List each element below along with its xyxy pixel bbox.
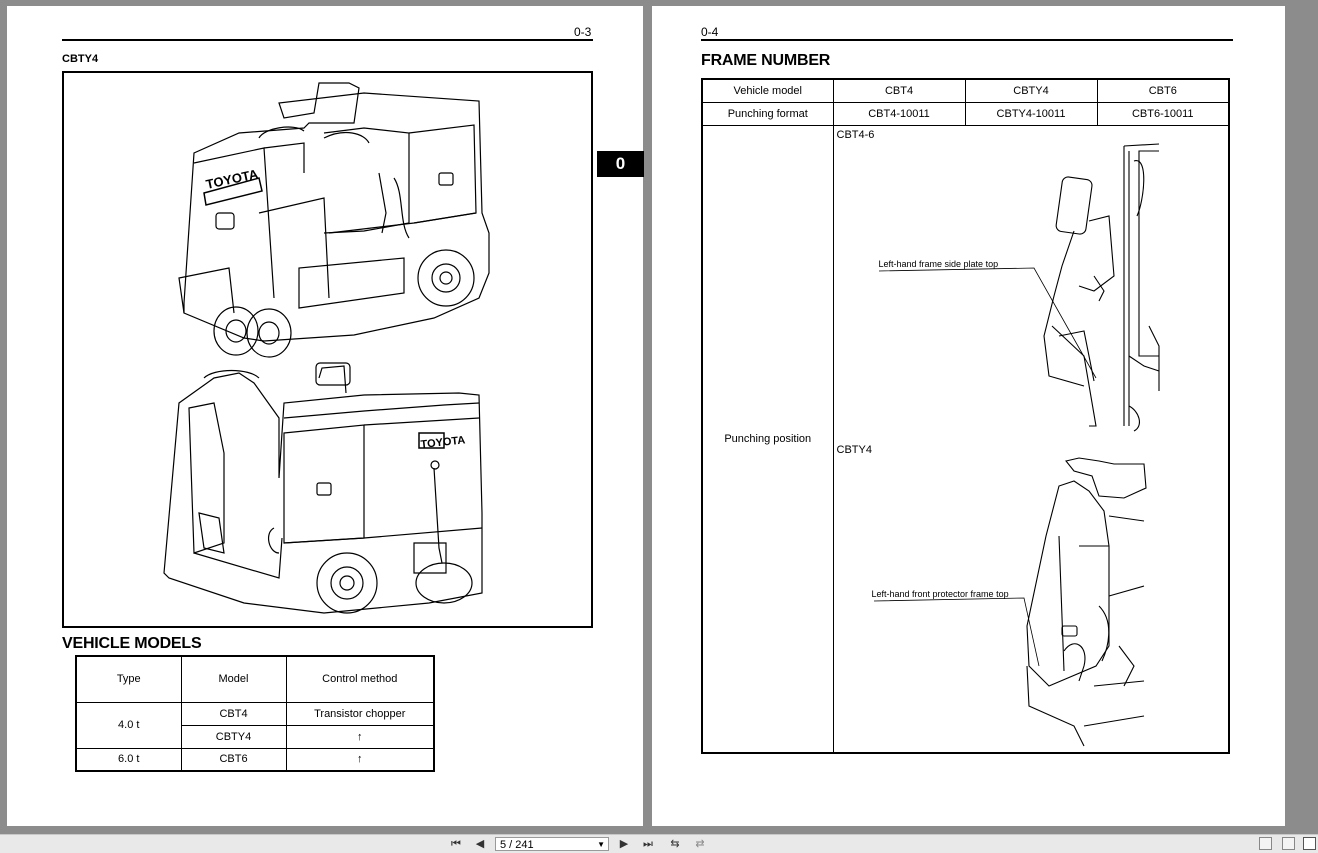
table-row: Punching position CBT4-6: [701, 124, 1230, 753]
vehicle-models-table: Type Model Control method 4.0 t CBT4 Tra…: [75, 655, 435, 772]
table-header-row: Type Model Control method: [75, 655, 435, 703]
model-cell: CBT4: [180, 701, 287, 726]
next-view-icon[interactable]: ⇄: [695, 838, 705, 850]
page-number-value: 5 / 241: [500, 839, 534, 851]
vehicle-illustration: TOYOTA TOYOTA: [163, 82, 490, 614]
punching-format-label: Punching format: [701, 101, 834, 126]
punching-position-figures: CBT4-6: [832, 124, 1230, 753]
type-cell: 4.0 t: [75, 701, 182, 749]
table-row: Punching format CBT4-10011 CBTY4-10011 C…: [701, 101, 1230, 126]
model-cell: CBT6: [180, 747, 287, 772]
vehicle-model-label: Vehicle model: [701, 78, 834, 103]
model-cell: CBTY4: [180, 724, 287, 749]
control-cell: ↑: [285, 747, 435, 772]
toyota-logo-top: TOYOTA: [205, 166, 261, 192]
frame-number-heading: FRAME NUMBER: [701, 52, 831, 69]
table-row: 6.0 t CBT6 ↑: [75, 747, 435, 772]
page-number: 0-3: [574, 25, 592, 39]
vehicle-illustration-frame: TOYOTA TOYOTA: [62, 71, 593, 628]
previous-page-icon[interactable]: ◀: [475, 838, 485, 850]
figure2-callout: Left-hand front protector frame top: [871, 588, 1009, 599]
figure-label: CBTY4: [62, 53, 99, 65]
table-row: CBTY4 ↑: [76, 724, 435, 749]
table-row: 4.0 t CBT4 Transistor chopper: [75, 701, 435, 749]
header-rule: [701, 39, 1233, 41]
header-control-method: Control method: [285, 655, 435, 703]
last-page-icon[interactable]: ⏭: [643, 838, 653, 850]
table-row: Vehicle model CBT4 CBTY4 CBT6: [701, 78, 1230, 103]
header-type: Type: [75, 655, 182, 703]
section-tab: 0: [597, 151, 644, 177]
frame-number-table: Vehicle model CBT4 CBTY4 CBT6 Punching f…: [701, 78, 1230, 754]
vehicle-models-heading: VEHICLE MODELS: [62, 635, 202, 652]
punching-position-illustration: [873, 142, 1160, 746]
vehicle-model-cell: CBTY4: [964, 78, 1098, 103]
left-page: 0-3 CBTY4: [7, 6, 643, 826]
figure2-label: CBTY4: [836, 443, 872, 456]
type-cell: 6.0 t: [75, 747, 182, 772]
control-cell: Transistor chopper: [285, 701, 435, 726]
two-page-view-icon[interactable]: [1303, 837, 1316, 850]
header-model: Model: [180, 655, 287, 703]
punching-position-label: Punching position: [701, 124, 834, 753]
single-page-view-icon[interactable]: [1259, 837, 1272, 850]
page-number: 0-4: [701, 25, 719, 39]
continuous-view-icon[interactable]: [1282, 837, 1295, 850]
previous-view-icon[interactable]: ⇆: [670, 838, 680, 850]
page-navigation-toolbar: ⏮ ◀ 5 / 241 ▼ ▶ ⏭ ⇆ ⇄: [0, 834, 1318, 853]
vehicle-model-cell: CBT4: [832, 78, 966, 103]
toyota-logo-bottom: TOYOTA: [420, 434, 466, 451]
chevron-down-icon[interactable]: ▼: [597, 840, 605, 849]
control-cell: ↑: [285, 724, 435, 749]
first-page-icon[interactable]: ⏮: [451, 838, 461, 850]
page-number-field[interactable]: 5 / 241 ▼: [495, 837, 609, 851]
punching-format-cell: CBTY4-10011: [964, 101, 1098, 126]
vehicle-model-cell: CBT6: [1096, 78, 1230, 103]
punching-format-cell: CBT4-10011: [832, 101, 966, 126]
figure1-label: CBT4-6: [836, 128, 875, 141]
right-page: 0-4 FRAME NUMBER Vehicle model CBT4 CBTY…: [652, 6, 1285, 826]
header-rule: [62, 39, 593, 41]
punching-format-cell: CBT6-10011: [1096, 101, 1230, 126]
next-page-icon[interactable]: ▶: [619, 838, 629, 850]
figure1-callout: Left-hand frame side plate top: [878, 258, 999, 269]
